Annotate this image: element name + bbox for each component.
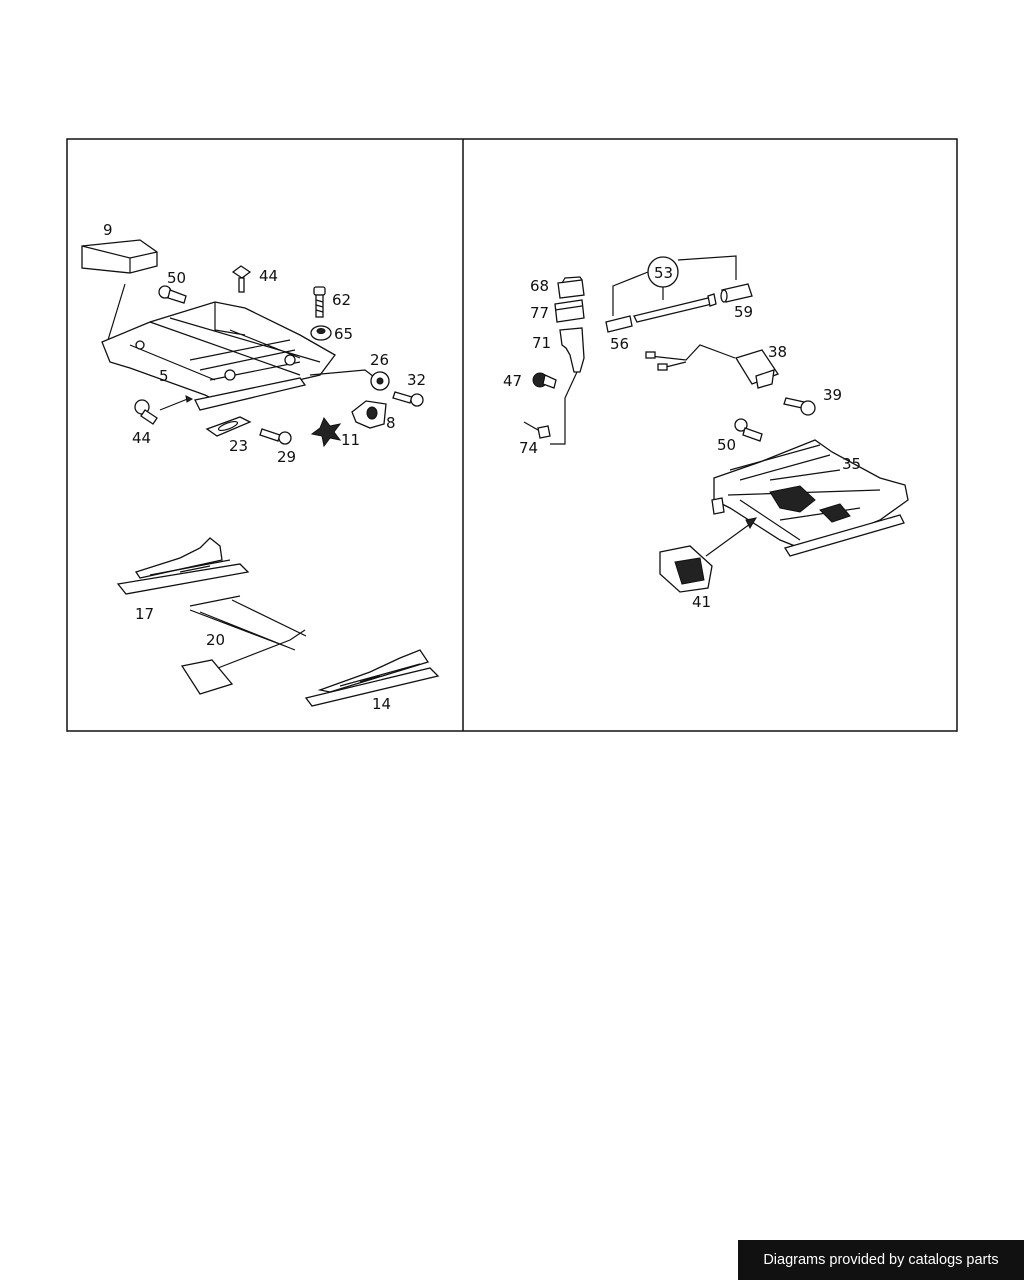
callout-68: 68 bbox=[530, 277, 549, 295]
callout-23: 23 bbox=[229, 437, 248, 455]
callout-47: 47 bbox=[503, 372, 522, 390]
callout-44: 44 bbox=[259, 267, 278, 285]
callout-53: 53 bbox=[654, 264, 673, 282]
callout-20: 20 bbox=[206, 631, 225, 649]
part-14-rail bbox=[304, 649, 440, 707]
part-38-motor bbox=[645, 344, 779, 389]
callout-50: 50 bbox=[167, 269, 186, 287]
callout-5: 5 bbox=[159, 367, 169, 385]
part-71-fork bbox=[559, 327, 585, 373]
callout-56: 56 bbox=[610, 335, 629, 353]
part-44-bolt-top bbox=[231, 265, 252, 293]
callout-11: 11 bbox=[341, 431, 360, 449]
part-8-cover bbox=[351, 400, 387, 429]
callout-8: 8 bbox=[386, 414, 396, 432]
right-panel: 53 68 77 71 47 74 59 56 38 39 50 35 41 bbox=[503, 255, 909, 611]
part-29-screw bbox=[259, 428, 292, 445]
part-23-plate bbox=[205, 416, 252, 437]
part-50-bolt bbox=[158, 285, 187, 304]
part-20-crossbar bbox=[180, 595, 307, 695]
callout-44: 44 bbox=[132, 429, 151, 447]
credit-badge: Diagrams provided by catalogs parts bbox=[738, 1240, 1024, 1280]
callout-38: 38 bbox=[768, 343, 787, 361]
part-77-clip bbox=[554, 299, 585, 323]
part-74-pin bbox=[523, 421, 551, 439]
callout-17: 17 bbox=[135, 605, 154, 623]
part-5-seat-frame bbox=[101, 301, 379, 411]
part-11-knob bbox=[310, 416, 342, 448]
part-17-rail bbox=[116, 537, 250, 595]
part-44-bolt-left bbox=[134, 399, 158, 425]
part-41-switch bbox=[659, 517, 758, 593]
part-68-clip bbox=[557, 276, 585, 299]
part-9-pad bbox=[81, 239, 158, 351]
part-35-seat-frame bbox=[711, 439, 909, 557]
part-39-bolt bbox=[783, 397, 816, 416]
leader-71-74 bbox=[550, 371, 578, 445]
part-65-nut bbox=[310, 325, 332, 341]
callout-59: 59 bbox=[734, 303, 753, 321]
callout-77: 77 bbox=[530, 304, 549, 322]
callout-35: 35 bbox=[842, 455, 861, 473]
callout-65: 65 bbox=[334, 325, 353, 343]
part-26-washer bbox=[370, 371, 390, 391]
callout-71: 71 bbox=[532, 334, 551, 352]
part-32-bolt bbox=[392, 391, 424, 407]
callout-29: 29 bbox=[277, 448, 296, 466]
callout-41: 41 bbox=[692, 593, 711, 611]
callout-14: 14 bbox=[372, 695, 391, 713]
callout-39: 39 bbox=[823, 386, 842, 404]
part-56-shaft bbox=[605, 293, 717, 333]
part-50-bolt bbox=[734, 418, 763, 442]
callout-9: 9 bbox=[103, 221, 113, 239]
callout-32: 32 bbox=[407, 371, 426, 389]
left-panel: 9 50 44 62 65 5 26 32 44 8 23 29 11 17 2… bbox=[81, 221, 440, 713]
callout-62: 62 bbox=[332, 291, 351, 309]
callout-74: 74 bbox=[519, 439, 538, 457]
group-53-bracket bbox=[612, 255, 737, 316]
part-59-sleeve bbox=[720, 283, 753, 303]
part-62-screw bbox=[313, 286, 326, 318]
callout-50: 50 bbox=[717, 436, 736, 454]
part-47-knob bbox=[532, 372, 557, 389]
callout-26: 26 bbox=[370, 351, 389, 369]
diagram-frame bbox=[66, 138, 958, 732]
